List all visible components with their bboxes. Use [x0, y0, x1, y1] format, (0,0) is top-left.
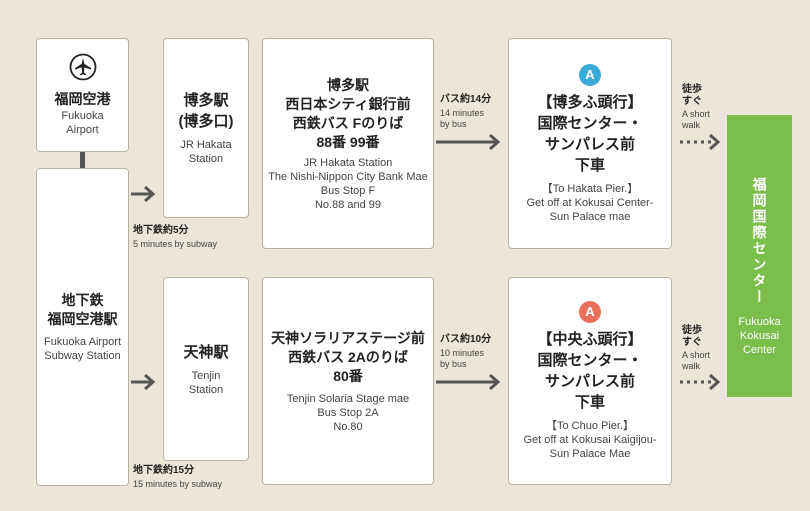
walk-bottom-en-2: walk: [682, 361, 701, 371]
chuo-dest-jp-1: 【中央ふ頭行】: [537, 331, 643, 348]
subway-time-bottom-en: 15 minutes by subway: [133, 479, 223, 489]
subway-station-box: 地下鉄 福岡空港駅 Fukuoka Airport Subway Station: [36, 168, 129, 486]
walk-arrow-top: [680, 133, 721, 151]
bus-arrow-top: [436, 133, 501, 151]
destination-name-jp: 福岡国際センター: [751, 177, 768, 305]
subway-arrow-top: [131, 185, 156, 203]
destination-name-en: Fukuoka Kokusai Center: [738, 315, 780, 357]
subway-name-en-1: Fukuoka Airport: [43, 336, 122, 348]
airport-name-jp: 福岡空港: [54, 91, 111, 107]
hakata-dest-en-3: Sun Palace mae: [549, 210, 631, 223]
tenjin-stop-en-1: Tenjin Solaria Stage mae: [286, 392, 410, 405]
walk-top-jp-1: 徒歩: [682, 84, 702, 95]
walk-top-en-1: A short: [682, 109, 711, 119]
tenjin-stop-en-2: Bus Stop 2A: [317, 406, 379, 419]
walk-bottom-en-1: A short: [682, 350, 711, 360]
hakata-alight-box: A 【博多ふ頭行】 国際センター・ サンパレス前 下車 【To Hakata P…: [508, 38, 672, 249]
subway-arrow-bottom: [131, 373, 156, 391]
bus-time-top-en-1: 14 minutes: [440, 108, 485, 118]
hakata-stop-en-3: Bus Stop F: [320, 184, 376, 197]
subway-time-top-jp: 地下鉄約5分: [133, 225, 189, 236]
hakata-dest-en-2: Get off at Kokusai Center-: [526, 196, 654, 209]
walk-top-en-2: walk: [682, 120, 701, 130]
airplane-icon: [69, 53, 97, 86]
chuo-dest-jp-4: 下車: [574, 394, 605, 411]
bus-time-bottom-en-2: by bus: [440, 359, 467, 369]
chuo-alight-box: A 【中央ふ頭行】 国際センター・ サンパレス前 下車 【To Chuo Pie…: [508, 277, 672, 485]
tenjin-stop-jp-2: 西鉄バス 2Aのりば: [288, 348, 408, 365]
destination-name-en-3: Center: [742, 344, 776, 356]
hakata-dest-jp-2: 国際センター・: [537, 114, 643, 132]
hakata-dest-jp-1: 【博多ふ頭行】: [537, 93, 643, 111]
tenjin-bus-stop-box: 天神ソラリアステージ前 西鉄バス 2Aのりば 80番 Tenjin Solari…: [262, 277, 434, 485]
tenjin-station-box: 天神駅 Tenjin Station: [163, 277, 249, 461]
chuo-dest-jp-2: 国際センター・: [537, 352, 643, 369]
stop-badge-bottom: A: [579, 301, 601, 323]
destination-name-en-2: Kokusai: [739, 330, 780, 342]
hakata-station-box: 博多駅 (博多口) JR Hakata Station: [163, 38, 249, 218]
subway-name-jp-1: 地下鉄: [61, 292, 104, 308]
subway-name-en-2: Subway Station: [44, 350, 121, 362]
chuo-dest-en-2: Get off at Kokusai Kaigijou-: [523, 434, 657, 446]
tenjin-stop-jp-3: 80番: [333, 367, 363, 384]
hakata-station-jp-2: (博多口): [178, 113, 234, 130]
stop-badge-top: A: [579, 63, 601, 86]
walk-top-jp-2: すぐ: [682, 96, 702, 107]
airport-box: 福岡空港 Fukuoka Airport: [36, 38, 129, 152]
hakata-stop-jp-3: 西鉄バス Fのりば: [292, 114, 404, 131]
hakata-dest-jp-3: サンパレス前: [544, 135, 635, 153]
chuo-dest-jp-3: サンパレス前: [544, 373, 635, 390]
tenjin-station-en-2: Station: [188, 383, 224, 396]
bus-time-bottom-jp: バス約10分: [440, 334, 492, 345]
airport-name-en-2: Airport: [66, 124, 99, 136]
tenjin-station-jp: 天神駅: [183, 343, 229, 361]
hakata-bus-stop-box: 博多駅 西日本シティ銀行前 西鉄バス Fのりば 88番 99番 JR Hakat…: [262, 38, 434, 249]
hakata-stop-en-2: The Nishi-Nippon City Bank Mae: [268, 170, 428, 183]
destination-fukuoka-kokusai-center: 福岡国際センター Fukuoka Kokusai Center: [727, 115, 792, 397]
airport-subway-connector: [80, 152, 85, 168]
hakata-stop-jp-2: 西日本シティ銀行前: [285, 95, 411, 112]
tenjin-stop-en-3: No.80: [333, 420, 363, 433]
hakata-station-jp-1: 博多駅: [183, 92, 229, 109]
hakata-dest-jp-4: 下車: [574, 156, 605, 174]
hakata-dest-en-1: 【To Hakata Pier.】: [541, 182, 639, 195]
subway-time-top-en: 5 minutes by subway: [133, 239, 218, 249]
hakata-stop-en-4: No.88 and 99: [314, 198, 382, 211]
subway-time-bottom-jp: 地下鉄約15分: [133, 465, 195, 476]
chuo-dest-en-1: 【To Chuo Pier.】: [545, 420, 635, 432]
hakata-stop-jp-4: 88番 99番: [316, 133, 380, 150]
hakata-stop-en-1: JR Hakata Station: [303, 156, 393, 169]
bus-time-top-jp: バス約14分: [440, 94, 492, 105]
hakata-station-en-1: JR Hakata: [180, 139, 232, 151]
hakata-stop-jp-1: 博多駅: [327, 76, 369, 93]
chuo-dest-en-3: Sun Palace Mae: [549, 448, 631, 460]
destination-name-en-1: Fukuoka: [738, 316, 781, 328]
hakata-station-en-2: Station: [188, 153, 224, 165]
walk-bottom-jp-1: 徒歩: [682, 325, 702, 336]
bus-time-top-en-2: by bus: [440, 119, 467, 129]
bus-time-bottom-en-1: 10 minutes: [440, 348, 485, 358]
subway-name-jp-2: 福岡空港駅: [47, 311, 118, 327]
bus-arrow-bottom: [436, 373, 501, 391]
walk-arrow-bottom: [680, 373, 721, 391]
tenjin-station-en-1: Tenjin: [191, 369, 221, 382]
airport-name-en-1: Fukuoka: [61, 110, 104, 122]
walk-bottom-jp-2: すぐ: [682, 337, 702, 348]
tenjin-stop-jp-1: 天神ソラリアステージ前: [271, 329, 425, 346]
